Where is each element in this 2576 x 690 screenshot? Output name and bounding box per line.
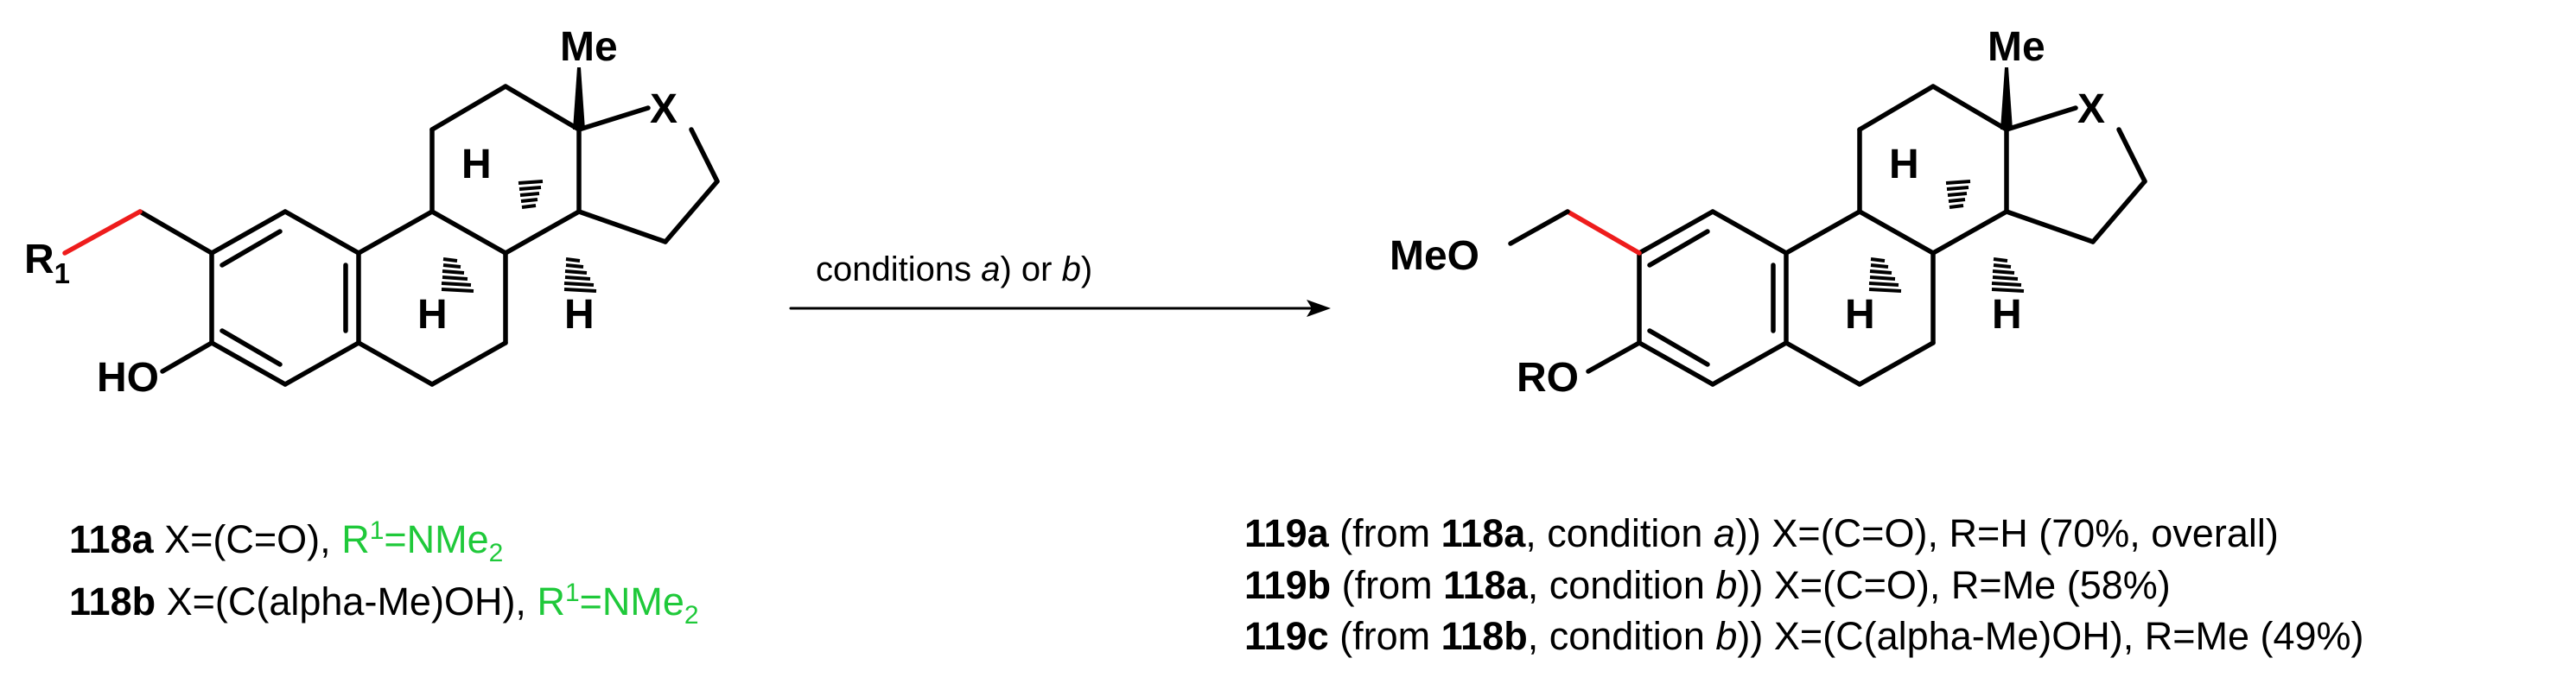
reactant-methyl-label: Me	[560, 24, 618, 70]
reactant-red-bond	[62, 209, 143, 256]
reactant-structure: Me X H H H HO R1	[24, 24, 720, 401]
product-h-label-1: H	[1889, 142, 1919, 187]
caption-118b: 118b X=(C(alpha-Me)OH), R1=NMe2	[69, 579, 699, 630]
product-methyl-label: Me	[1988, 24, 2045, 70]
product-bonds	[1508, 67, 2147, 387]
captions-right: 119a (from 118a, condition a)) X=(C=O), …	[1244, 511, 2364, 658]
arrow-head	[1307, 300, 1331, 317]
product-h-label-2: H	[1845, 292, 1875, 338]
product-ro-label: RO	[1517, 355, 1579, 401]
arrow-conditions-label: conditions a) or b)	[816, 250, 1092, 288]
reaction-arrow: conditions a) or b)	[789, 250, 1331, 317]
reactant-h-label-3: H	[564, 292, 595, 338]
product-h-label-3: H	[1992, 292, 2022, 338]
reactant-h-label-1: H	[461, 142, 492, 187]
reactant-h-label-2: H	[417, 292, 448, 338]
r1-subscript: 1	[54, 257, 70, 289]
product-structure: Me X H H H MeO RO	[1390, 24, 2147, 401]
caption-119b: 119b (from 118a, condition b)) X=(C=O), …	[1244, 563, 2171, 607]
r1-main: R	[24, 237, 54, 282]
captions-left: 118a X=(C=O), R1=NMe2 118b X=(C(alpha-Me…	[69, 516, 699, 630]
reactant-x-label: X	[650, 86, 677, 132]
caption-119a: 119a (from 118a, condition a)) X=(C=O), …	[1244, 511, 2279, 555]
reactant-r1-label: R1	[24, 237, 70, 289]
reactant-ho-label: HO	[97, 355, 159, 401]
product-x-label: X	[2077, 86, 2105, 132]
product-meo-label: MeO	[1390, 233, 1479, 279]
caption-119c: 119c (from 118b, condition b)) X=(C(alph…	[1244, 614, 2364, 658]
reactant-bonds	[62, 67, 720, 387]
caption-118a: 118a X=(C=O), R1=NMe2	[69, 516, 503, 567]
